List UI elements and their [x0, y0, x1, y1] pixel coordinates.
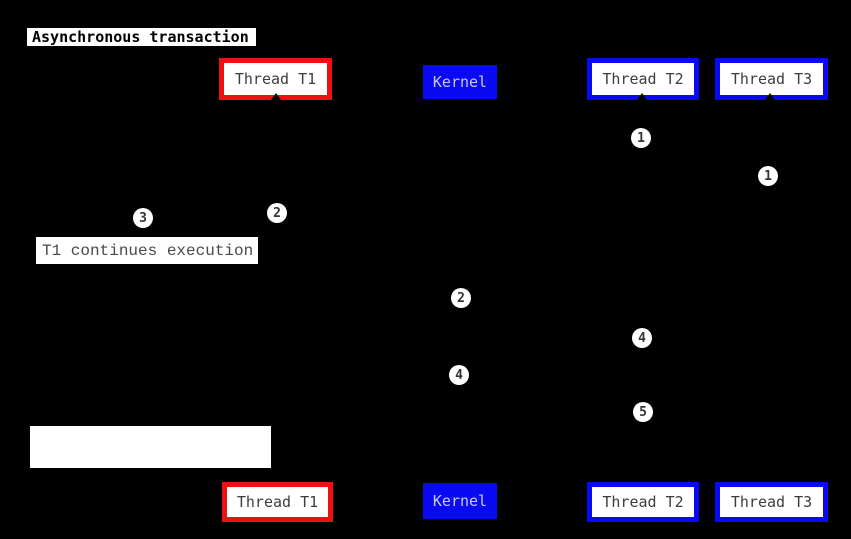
- sequence-number: 3: [133, 208, 153, 228]
- lifeline-notch-t3-top: [765, 93, 775, 100]
- actor-bottom-kernel: Kernel: [423, 483, 497, 519]
- lifeline-notch-t1-top: [271, 93, 281, 100]
- actor-bottom-thread-t3: Thread T3: [715, 482, 828, 522]
- sequence-number: 2: [267, 203, 287, 223]
- actor-top-kernel: Kernel: [423, 65, 497, 99]
- actor-bottom-thread-t2: Thread T2: [587, 482, 699, 522]
- sequence-number: 1: [631, 128, 651, 148]
- sequence-number: 4: [632, 328, 652, 348]
- lifeline-notch-t2-top: [637, 93, 647, 100]
- note-empty: [30, 426, 271, 468]
- sequence-number: 4: [449, 365, 469, 385]
- sequence-number: 2: [451, 288, 471, 308]
- sequence-number: 1: [758, 166, 778, 186]
- diagram-title: Asynchronous transaction: [27, 28, 256, 46]
- actor-bottom-thread-t1: Thread T1: [222, 482, 333, 522]
- note-t1-continues-execution: T1 continues execution: [36, 237, 258, 264]
- sequence-number: 5: [633, 402, 653, 422]
